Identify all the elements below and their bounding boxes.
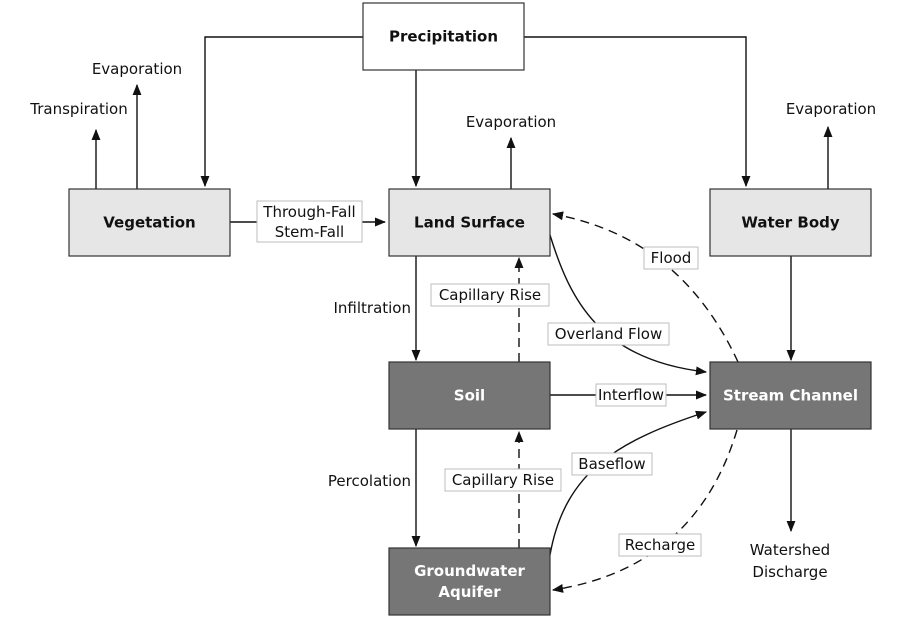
label-capillary-rise-soil-land-group: Capillary Rise bbox=[430, 283, 550, 307]
node-land-surface-label: Land Surface bbox=[414, 214, 525, 232]
label-overland-flow-group: Overland Flow bbox=[547, 322, 670, 346]
label-baseflow: Baseflow bbox=[578, 455, 645, 473]
edge-precipitation-to-vegetation bbox=[200, 36, 363, 188]
label-watershed-discharge-line2: Discharge bbox=[752, 563, 827, 581]
node-groundwater-aquifer: Groundwater Aquifer bbox=[388, 547, 551, 616]
label-evaporation-land: Evaporation bbox=[466, 113, 556, 131]
node-water-body: Water Body bbox=[709, 188, 872, 257]
flow-labels: Evaporation Transpiration Evaporation Ev… bbox=[29, 60, 876, 581]
label-capillary-rise-gw-soil: Capillary Rise bbox=[452, 471, 554, 489]
node-stream-channel-label: Stream Channel bbox=[723, 387, 858, 405]
node-land-surface: Land Surface bbox=[388, 188, 551, 257]
label-overland-flow: Overland Flow bbox=[555, 325, 662, 343]
label-evaporation-water: Evaporation bbox=[786, 100, 876, 118]
node-water-body-label: Water Body bbox=[741, 214, 840, 232]
label-through-fall-stem-fall: Through-Fall Stem-Fall bbox=[256, 200, 363, 243]
label-through-fall: Through-Fall bbox=[262, 203, 355, 221]
edge-precipitation-to-water-body bbox=[524, 36, 751, 188]
label-capillary-rise-soil-land: Capillary Rise bbox=[439, 286, 541, 304]
label-evaporation-vegetation: Evaporation bbox=[92, 60, 182, 78]
label-infiltration: Infiltration bbox=[333, 299, 411, 317]
node-groundwater-aquifer-box bbox=[388, 547, 551, 616]
node-vegetation-box bbox=[68, 188, 231, 257]
node-soil: Soil bbox=[388, 361, 551, 430]
edges bbox=[91, 36, 833, 593]
node-land-surface-box bbox=[388, 188, 551, 257]
label-overland-flow-box bbox=[547, 322, 670, 346]
label-recharge-box bbox=[618, 533, 702, 557]
node-stream-channel: Stream Channel bbox=[709, 361, 872, 430]
label-flood: Flood bbox=[651, 249, 692, 267]
node-groundwater-label-line1: Groundwater bbox=[414, 562, 525, 580]
label-baseflow-group: Baseflow bbox=[571, 452, 653, 476]
label-flood-group: Flood bbox=[643, 246, 699, 270]
node-vegetation-label: Vegetation bbox=[103, 214, 195, 232]
node-soil-label: Soil bbox=[454, 387, 485, 405]
label-watershed-discharge-line1: Watershed bbox=[750, 541, 830, 559]
label-flood-box bbox=[643, 246, 699, 270]
label-recharge: Recharge bbox=[625, 536, 696, 554]
label-stem-fall: Stem-Fall bbox=[275, 223, 344, 241]
label-through-fall-box bbox=[256, 200, 363, 243]
label-recharge-group: Recharge bbox=[618, 533, 702, 557]
label-interflow-group: Interflow bbox=[595, 383, 667, 407]
label-baseflow-box bbox=[571, 452, 653, 476]
node-groundwater-label-line2: Aquifer bbox=[438, 583, 501, 601]
node-precipitation: Precipitation bbox=[362, 2, 525, 71]
label-transpiration: Transpiration bbox=[29, 100, 127, 118]
label-capillary-rise-gw-soil-box bbox=[444, 468, 562, 492]
node-soil-box bbox=[388, 361, 551, 430]
label-capillary-rise-gw-soil-group: Capillary Rise bbox=[444, 468, 562, 492]
label-interflow: Interflow bbox=[598, 386, 664, 404]
node-precipitation-label: Precipitation bbox=[389, 28, 498, 46]
label-percolation: Percolation bbox=[328, 472, 411, 490]
label-capillary-rise-soil-land-box bbox=[430, 283, 550, 307]
node-water-body-box bbox=[709, 188, 872, 257]
node-stream-channel-box bbox=[709, 361, 872, 430]
node-vegetation: Vegetation bbox=[68, 188, 231, 257]
label-interflow-box bbox=[595, 383, 667, 407]
node-precipitation-box bbox=[362, 2, 525, 71]
